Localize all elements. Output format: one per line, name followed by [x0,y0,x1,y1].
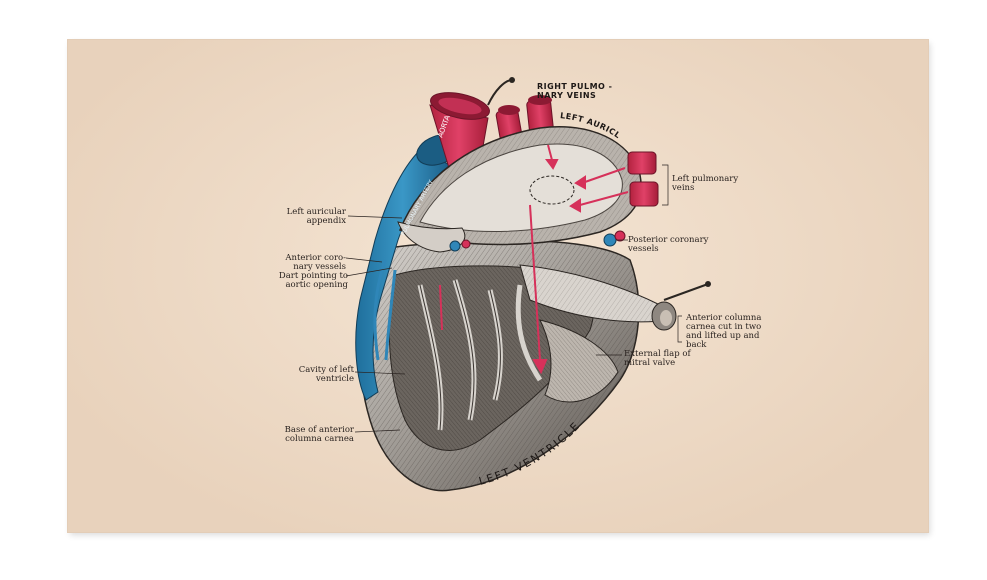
svg-text:LEFT VENTRICLE: LEFT VENTRICLE [477,419,583,488]
posterior-coronary-vessels [449,230,626,252]
left-pulmonary-veins [627,151,659,207]
label-left-auricle: LEFT AURICLE [0,0,622,140]
label-dart-pointing: Dart pointing to aortic opening [278,271,348,290]
label-base-anterior-columna: Base of anterior columna carnea [284,425,354,444]
label-external-flap: External flap of mitral valve [624,349,691,368]
anterior-columna-lifted [519,264,711,331]
label-anterior-coronary-vessels: Anterior coro- nary vessels [285,253,346,272]
mitral-opening [529,175,575,205]
label-left-pulmonary-veins: Left pulmonary veins [672,174,739,193]
label-anterior-columna: Anterior columna carnea cut in two and l… [686,313,762,350]
label-posterior-coronary-vessels: Posterior coronary vessels [628,235,709,254]
label-aorta: AORTA [436,114,451,139]
label-pulmonary-artery: PULMONARY ARTERY [400,179,435,237]
leader-lines [345,164,682,433]
flow-arrows [439,144,629,375]
label-left-auricular-appendix: Left auricular appendix [286,207,346,226]
label-left-ventricle: LEFT VENTRICLE [477,419,581,488]
label-cavity-left-ventricle: Cavity of left ventricle [298,365,354,384]
left-auricle-interior [419,143,623,233]
svg-text:LEFT AURICLE: LEFT AURICLE [0,0,622,140]
label-right-pulmonary-veins: RIGHT PULMO - NARY VEINS [537,82,613,100]
